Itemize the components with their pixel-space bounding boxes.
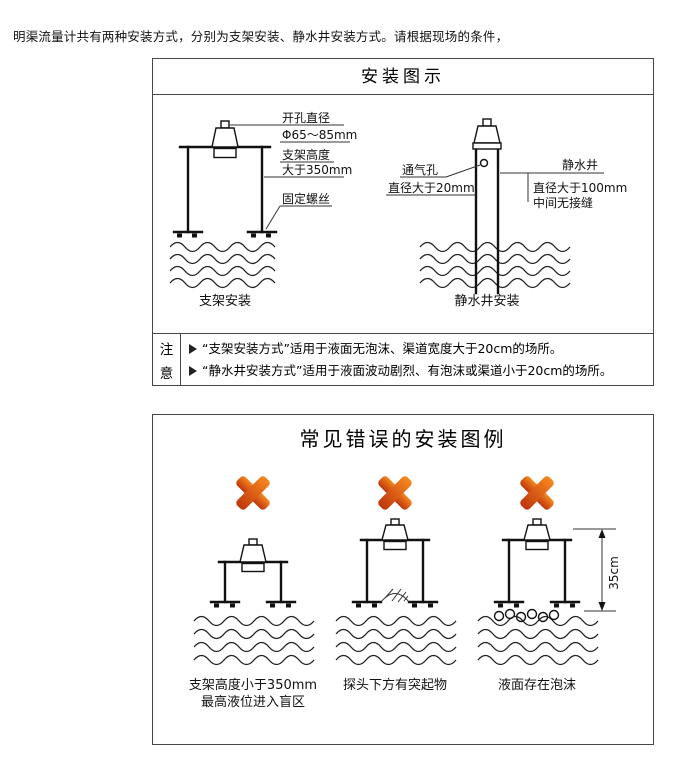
panel1-diagram: 开孔直径 Φ65～85mm 支架高度 大于350mm 固定螺丝 支架安 (153, 95, 653, 333)
ultrasonic-sensor-icon (381, 518, 409, 551)
note-item-text: “静水井安装方式”适用于液面波动剧烈、有泡沫或渠道小于20cm的场所。 (202, 363, 613, 378)
panel1-title: 安装图示 (153, 59, 653, 95)
arrow-bullet-icon (189, 365, 197, 376)
callout-stilling-well: 静水井 直径大于100mm 中间无接缝 (500, 158, 627, 210)
water-waves (169, 241, 276, 289)
installation-diagram-svg: 开孔直径 Φ65～85mm 支架高度 大于350mm 固定螺丝 支架安 (169, 111, 627, 309)
error-example-1: 支架高度小于350mm 最高液位进入盲区 (189, 476, 317, 710)
notes-body: “支架安装方式”适用于液面无泡沫、渠道宽度大于20cm的场所。 “静水井安装方式… (181, 334, 653, 385)
callout-vent-hole: 通气孔 直径大于20mm (386, 162, 481, 196)
callout-fixing-screw: 固定螺丝 (265, 191, 332, 230)
error-example-2: 探头下方有突起物 (335, 476, 457, 693)
intro-text: 明渠流量计共有两种安装方式，分别为支架安装、静水井安装方式。请根据现场的条件， (13, 29, 509, 44)
bracket-install-diagram: 开孔直径 Φ65～85mm 支架高度 大于350mm 固定螺丝 支架安 (169, 111, 357, 309)
notes-label-char-2: 意 (159, 365, 174, 382)
well-seam-note: 中间无接缝 (533, 195, 593, 210)
notes-label: 注 意 (153, 334, 181, 385)
ultrasonic-sensor-icon (523, 518, 551, 551)
bracket-height-label: 支架高度 (282, 147, 330, 162)
panel2-diagram: 支架高度小于350mm 最高液位进入盲区 (153, 459, 653, 721)
hole-diameter-label: 开孔直径 (282, 111, 330, 125)
water-waves (477, 615, 599, 666)
stilling-well-pipe (474, 141, 500, 295)
error1-caption-line2: 最高液位进入盲区 (201, 694, 305, 710)
callout-hole-diameter: 开孔直径 Φ65～85mm (230, 111, 357, 143)
stilling-well-label: 静水井 (562, 158, 598, 172)
vent-hole (479, 158, 489, 168)
water-waves (335, 615, 457, 666)
stilling-well-caption: 静水井安装 (454, 294, 519, 309)
ultrasonic-sensor-icon (472, 118, 502, 150)
well-diameter-value: 直径大于100mm (533, 181, 627, 195)
wrong-installation-panel: 常见错误的安装图例 (152, 414, 654, 745)
hole-diameter-value: Φ65～85mm (282, 128, 357, 142)
installation-diagram-panel: 安装图示 (152, 58, 654, 386)
mount-bracket (172, 145, 278, 238)
mount-bracket (351, 538, 439, 608)
arrow-bullet-icon (189, 343, 197, 354)
height-dimension: 35cm (573, 528, 621, 612)
obstacle-bump (380, 588, 410, 603)
note-item-text: “支架安装方式”适用于液面无泡沫、渠道宽度大于20cm的场所。 (202, 341, 563, 356)
wrong-installation-svg: 支架高度小于350mm 最高液位进入盲区 (189, 476, 621, 710)
error-x-icon (236, 476, 270, 510)
error1-caption-line1: 支架高度小于350mm (189, 677, 317, 693)
bracket-height-value: 大于350mm (282, 163, 352, 177)
vent-hole-label: 通气孔 (402, 162, 438, 177)
notes-section: 注 意 “支架安装方式”适用于液面无泡沫、渠道宽度大于20cm的场所。 “静水井… (153, 333, 653, 385)
water-waves (419, 241, 571, 289)
ultrasonic-sensor-icon (211, 120, 239, 159)
error2-caption: 探头下方有突起物 (343, 677, 447, 693)
error-x-icon (520, 476, 554, 510)
bracket-install-caption: 支架安装 (199, 294, 251, 309)
error-x-icon (378, 476, 412, 510)
fixing-screw-label: 固定螺丝 (282, 191, 330, 206)
ultrasonic-sensor-icon (239, 538, 267, 573)
dimension-label: 35cm (607, 556, 621, 590)
error3-caption: 液面存在泡沫 (498, 678, 576, 693)
callout-bracket-height: 支架高度 大于350mm (264, 147, 352, 178)
water-waves (193, 615, 315, 666)
note-item: “静水井安装方式”适用于液面波动剧烈、有泡沫或渠道小于20cm的场所。 (187, 362, 647, 379)
vent-hole-value: 直径大于20mm (388, 181, 475, 195)
error-example-3: 35cm 液面存在泡沫 (477, 476, 621, 693)
panel2-title: 常见错误的安装图例 (299, 427, 507, 451)
stilling-well-diagram: 通气孔 直径大于20mm 静水井 直径大于100mm 中间无接缝 静水井安装 (386, 118, 627, 309)
foam-bubbles (493, 608, 560, 623)
note-item: “支架安装方式”适用于液面无泡沫、渠道宽度大于20cm的场所。 (187, 340, 647, 357)
notes-label-char-1: 注 (159, 341, 174, 358)
